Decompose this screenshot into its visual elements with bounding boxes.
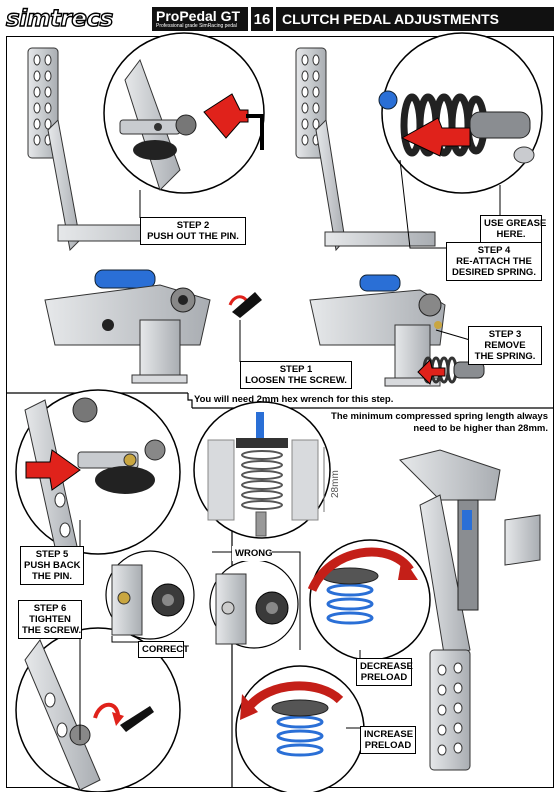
page-header: simtrecs ProPedal GT Professional grade …: [5, 5, 554, 33]
step2-text: PUSH OUT THE PIN.: [147, 231, 239, 242]
spring-length-zoom: [193, 401, 331, 539]
zoom-circle-step4: [378, 32, 543, 194]
product-subtitle: Professional grade SimRacing pedal: [156, 23, 237, 29]
decrease-label: DECREASE PRELOAD: [356, 658, 413, 686]
step1-text: LOOSEN THE SCREW.: [245, 375, 347, 386]
step5-title: STEP 5: [35, 549, 69, 560]
wrong-label: WRONG: [232, 546, 272, 561]
step4-label: STEP 4 RE-ATTACH THE DESIRED SPRING.: [446, 242, 542, 281]
step6-title: STEP 6: [33, 603, 67, 614]
wrong-zoom: [209, 559, 299, 649]
increase-label: INCREASE PRELOAD: [360, 726, 416, 754]
grease-label: USE GREASE HERE.: [480, 215, 547, 243]
hex-wrench-note: You will need 2mm hex wrench for this st…: [194, 394, 394, 405]
pedal-assembly-right: [295, 47, 446, 387]
pedal-assembly-left: [27, 47, 211, 384]
increase-text-2: PRELOAD: [364, 740, 412, 751]
product-badge: ProPedal GT Professional grade SimRacing…: [152, 7, 248, 31]
zoom-circle-step6: [15, 627, 181, 792]
decrease-preload-zoom: [307, 539, 431, 661]
decrease-text-1: DECREASE: [360, 661, 413, 672]
step3-text-1: REMOVE: [484, 340, 526, 351]
step4-title: STEP 4: [477, 245, 511, 256]
grease-text-1: USE GREASE: [484, 218, 547, 229]
step6-label: STEP 6 TIGHTEN THE SCREW.: [18, 600, 82, 639]
step6-text-1: TIGHTEN: [29, 614, 71, 625]
step5-text-1: PUSH BACK: [24, 560, 81, 571]
decrease-text-2: PRELOAD: [360, 672, 408, 683]
zoom-circle-step2: [103, 32, 265, 194]
pedal-assembly-bottom: [399, 449, 541, 771]
min-length-note-1: The minimum compressed spring length alw…: [331, 411, 548, 422]
step2-label: STEP 2 PUSH OUT THE PIN.: [140, 217, 246, 245]
step3-text-2: THE SPRING.: [474, 351, 536, 362]
step5-label: STEP 5 PUSH BACK THE PIN.: [20, 546, 84, 585]
step5-text-2: THE PIN.: [31, 571, 73, 582]
step2-title: STEP 2: [176, 220, 210, 231]
step1-title: STEP 1: [279, 364, 313, 375]
page-title: CLUTCH PEDAL ADJUSTMENTS: [276, 7, 554, 31]
correct-zoom: [105, 550, 195, 640]
step3-title: STEP 3: [488, 329, 522, 340]
brand-name: simtrecs: [5, 5, 114, 32]
step3-label: STEP 3 REMOVE THE SPRING.: [468, 326, 542, 365]
step6-text-2: THE SCREW.: [22, 625, 82, 636]
page-number: 16: [251, 7, 273, 31]
grease-text-2: HERE.: [496, 229, 526, 240]
step4-text-1: RE-ATTACH THE: [456, 256, 532, 267]
step4-text-2: DESIRED SPRING.: [452, 267, 536, 278]
step1-label: STEP 1 LOOSEN THE SCREW.: [240, 361, 352, 389]
min-length-note-2: need to be higher than 28mm.: [413, 423, 548, 434]
removed-spring: [417, 356, 485, 385]
correct-label: CORRECT: [138, 641, 189, 658]
brand-logo: simtrecs: [5, 5, 150, 33]
increase-preload-zoom: [235, 665, 365, 792]
zoom-circle-step5: [15, 389, 181, 571]
spring-dimension-label: 28mm: [330, 470, 341, 498]
increase-text-1: INCREASE: [364, 729, 414, 740]
product-name: ProPedal GT: [156, 8, 241, 24]
